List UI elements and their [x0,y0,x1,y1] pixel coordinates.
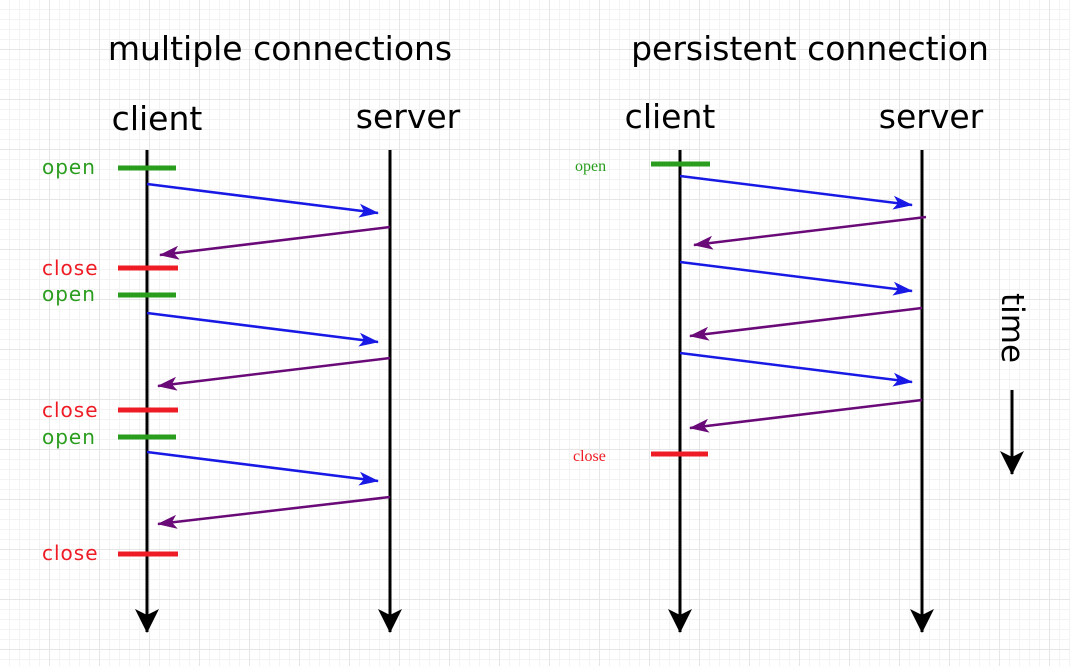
left-client-label: client [112,99,203,138]
left-event-close-3: close [42,541,178,565]
left-request-arrow-1 [146,182,379,218]
left-response-arrow-1 [159,225,391,260]
left-event-open-3: open [42,425,176,449]
time-axis-label: time [994,293,1030,363]
close-label: close [42,398,99,422]
open-label: open [42,282,96,306]
right-request-arrow-1 [679,174,913,210]
right-response-arrow-1 [693,215,927,250]
left-response-arrow-3 [157,495,391,529]
left-event-open-2: open [42,282,176,306]
left-event-open-1: open [42,155,176,179]
left-event-close-2: close [42,398,178,422]
left-event-close-1: close [42,256,178,280]
right-server-label: server [879,97,984,136]
left-diagram-title: multiple connections [108,29,452,68]
left-request-arrow-3 [146,450,379,486]
left-request-arrow-2 [146,311,379,347]
right-event-open: open [575,158,710,175]
open-label: open [42,155,96,179]
close-label: close [42,256,99,280]
close-label: close [42,541,99,565]
right-response-arrow-3 [689,398,923,433]
close-label: close [573,448,606,465]
open-label: open [575,158,606,175]
right-request-arrow-2 [679,260,913,296]
right-client-label: client [625,97,716,136]
right-diagram-title: persistent connection [631,29,989,68]
right-request-arrow-3 [679,351,913,387]
right-response-arrow-2 [689,306,923,341]
open-label: open [42,425,96,449]
left-response-arrow-2 [157,356,391,391]
right-event-close: close [573,448,708,465]
left-server-label: server [356,97,461,136]
